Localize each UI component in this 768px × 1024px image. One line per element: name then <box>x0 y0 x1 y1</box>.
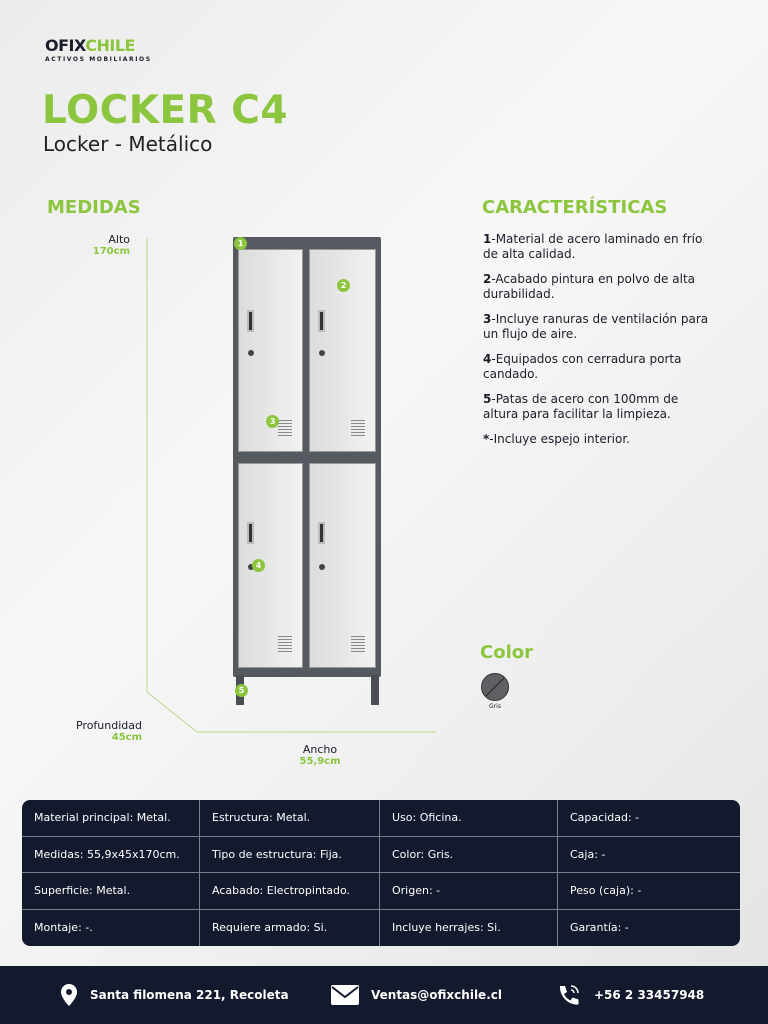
specs-table: Material principal: Metal.Estructura: Me… <box>22 800 740 946</box>
caracteristicas-heading: CARACTERÍSTICAS <box>482 197 668 218</box>
spec-cell: Capacidad: - <box>558 800 740 837</box>
locker-leg <box>371 675 379 705</box>
spec-cell: Superficie: Metal. <box>22 873 200 910</box>
medidas-heading: MEDIDAS <box>47 197 141 218</box>
spec-cell: Peso (caja): - <box>558 873 740 910</box>
spec-cell: Acabado: Electropintado. <box>200 873 380 910</box>
locker-door <box>309 463 376 668</box>
email-link[interactable]: Ventas@ofixchile.cl <box>371 988 502 1002</box>
logo-name-b: CHILE <box>85 36 135 55</box>
spec-cell: Montaje: -. <box>22 909 200 946</box>
spec-cell: Garantía: - <box>570 921 629 935</box>
color-swatch-label: Gris <box>489 703 501 710</box>
spec-cell: Medidas: 55,9x45x170cm. <box>22 836 200 873</box>
ancho-value: 55,9cm <box>299 756 341 767</box>
spec-cell: Color: Gris. <box>380 836 558 873</box>
feature-item: 2-Acabado pintura en polvo de alta durab… <box>483 272 696 301</box>
footer-address: Santa filomena 221, Recoleta <box>60 983 289 1007</box>
locker-door <box>238 463 303 668</box>
feature-item: 5-Patas de acero con 100mm de altura par… <box>483 392 679 421</box>
logo-tagline: ACTIVOS MOBILIARIOS <box>45 56 152 63</box>
spec-cell: Tipo de estructura: Fija. <box>200 836 380 873</box>
spec-cell: Caja: - <box>558 837 740 873</box>
footer-contact-bar: Santa filomena 221, Recoleta Ventas@ofix… <box>0 966 768 1024</box>
alto-value: 170cm <box>92 246 130 257</box>
mail-icon <box>331 985 359 1005</box>
logo-name-a: OFIX <box>45 36 86 55</box>
spec-cell: Material principal: Metal. <box>22 800 200 837</box>
marker-2: 2 <box>337 279 350 292</box>
spec-cell: Origen: - <box>380 873 558 910</box>
location-pin-icon <box>61 984 77 1006</box>
alto-label: Alto <box>108 233 130 246</box>
features-list: 1-Material de acero laminado en frío de … <box>483 232 713 457</box>
phone-number[interactable]: +56 2 33457948 <box>594 988 705 1002</box>
marker-3: 3 <box>266 415 279 428</box>
feature-item: 4-Equipados con cerradura porta candado. <box>483 352 682 381</box>
dimension-lines <box>146 238 436 733</box>
feature-item: *-Incluye espejo interior. <box>483 432 630 446</box>
ancho-label: Ancho <box>302 743 338 756</box>
product-subtitle: Locker - Metálico <box>43 132 213 156</box>
address-text: Santa filomena 221, Recoleta <box>90 988 289 1002</box>
marker-1: 1 <box>234 237 247 250</box>
phone-icon <box>559 985 579 1005</box>
spec-cell: Uso: Oficina. <box>380 800 558 837</box>
feature-item: 3-Incluye ranuras de ventilación para un… <box>483 312 709 341</box>
spec-cell: Incluye herrajes: Si. <box>380 909 558 946</box>
footer-phone[interactable]: +56 2 33457948 <box>556 983 704 1007</box>
color-heading: Color <box>480 642 533 663</box>
profundidad-value: 45cm <box>111 732 142 743</box>
marker-4: 4 <box>252 559 265 572</box>
profundidad-label: Profundidad <box>75 719 142 732</box>
feature-item: 1-Material de acero laminado en frío de … <box>483 232 703 261</box>
color-swatch-gris <box>481 673 509 701</box>
product-title: LOCKER C4 <box>42 88 288 133</box>
marker-5: 5 <box>235 684 248 697</box>
spec-cell: Estructura: Metal. <box>200 800 380 837</box>
footer-email[interactable]: Ventas@ofixchile.cl <box>331 985 502 1005</box>
brand-logo: OFIXCHILE ACTIVOS MOBILIARIOS <box>45 36 152 63</box>
spec-cell: Requiere armado: Si. <box>200 909 380 946</box>
